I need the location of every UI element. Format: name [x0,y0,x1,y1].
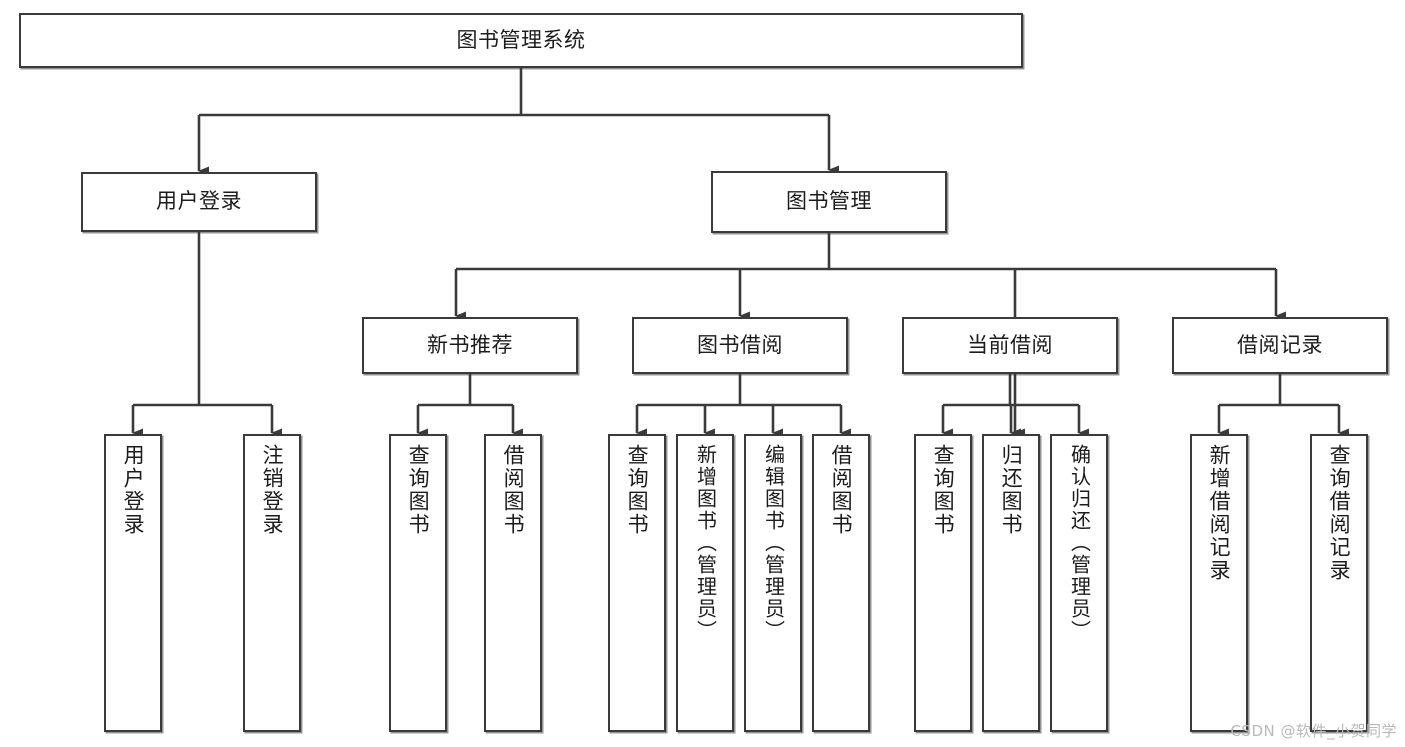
node-label: 归还图书 [999,444,1024,536]
watermark: CSDN @软件_小贺同学 [1230,722,1397,740]
node-leaf-borrow-book-recommend[interactable]: 借阅图书 [484,434,542,732]
node-new-book-recommend[interactable]: 新书推荐 [362,317,578,374]
node-label: 新增借阅记录 [1207,444,1232,582]
node-leaf-add-borrow-record[interactable]: 新增借阅记录 [1190,434,1248,732]
node-label: 查询图书 [406,444,431,536]
node-leaf-user-login[interactable]: 用户登录 [104,434,162,732]
node-label: 查询图书 [625,444,650,536]
node-leaf-edit-book-admin[interactable]: 编辑图书（管理员） [744,434,802,732]
node-leaf-borrow-book[interactable]: 借阅图书 [812,434,870,732]
node-label: 借阅记录 [1237,332,1323,357]
node-book-manage[interactable]: 图书管理 [711,171,947,233]
node-leaf-query-book-current[interactable]: 查询图书 [914,434,972,732]
node-label: 查询借阅记录 [1327,444,1352,582]
node-leaf-add-book-admin[interactable]: 新增图书（管理员） [676,434,734,732]
node-leaf-query-borrow-record[interactable]: 查询借阅记录 [1310,434,1368,732]
node-leaf-confirm-return-admin[interactable]: 确认归还（管理员） [1050,434,1108,732]
node-borrow-record[interactable]: 借阅记录 [1172,317,1388,374]
node-current-borrow[interactable]: 当前借阅 [902,317,1118,374]
node-book-borrow[interactable]: 图书借阅 [632,317,848,374]
node-label: 当前借阅 [967,332,1053,357]
node-label: 图书管理 [786,189,872,214]
node-leaf-return-book[interactable]: 归还图书 [982,434,1040,732]
node-label: 新书推荐 [427,332,513,357]
node-label: 确认归还（管理员） [1067,444,1092,642]
node-label: 图书借阅 [697,332,783,357]
node-label: 借阅图书 [829,444,854,536]
node-label: 编辑图书（管理员） [761,444,786,642]
node-label: 借阅图书 [501,444,526,536]
node-root-system[interactable]: 图书管理系统 [19,13,1023,68]
node-leaf-query-book-recommend[interactable]: 查询图书 [389,434,447,732]
node-label: 图书管理系统 [456,27,586,52]
node-leaf-query-book-borrow[interactable]: 查询图书 [608,434,666,732]
node-label: 用户登录 [121,444,146,536]
node-label: 用户登录 [156,189,242,214]
node-leaf-logout[interactable]: 注销登录 [243,434,301,732]
node-label: 查询图书 [931,444,956,536]
node-label: 新增图书（管理员） [693,444,718,642]
node-user-login[interactable]: 用户登录 [81,172,317,232]
node-label: 注销登录 [260,444,285,536]
